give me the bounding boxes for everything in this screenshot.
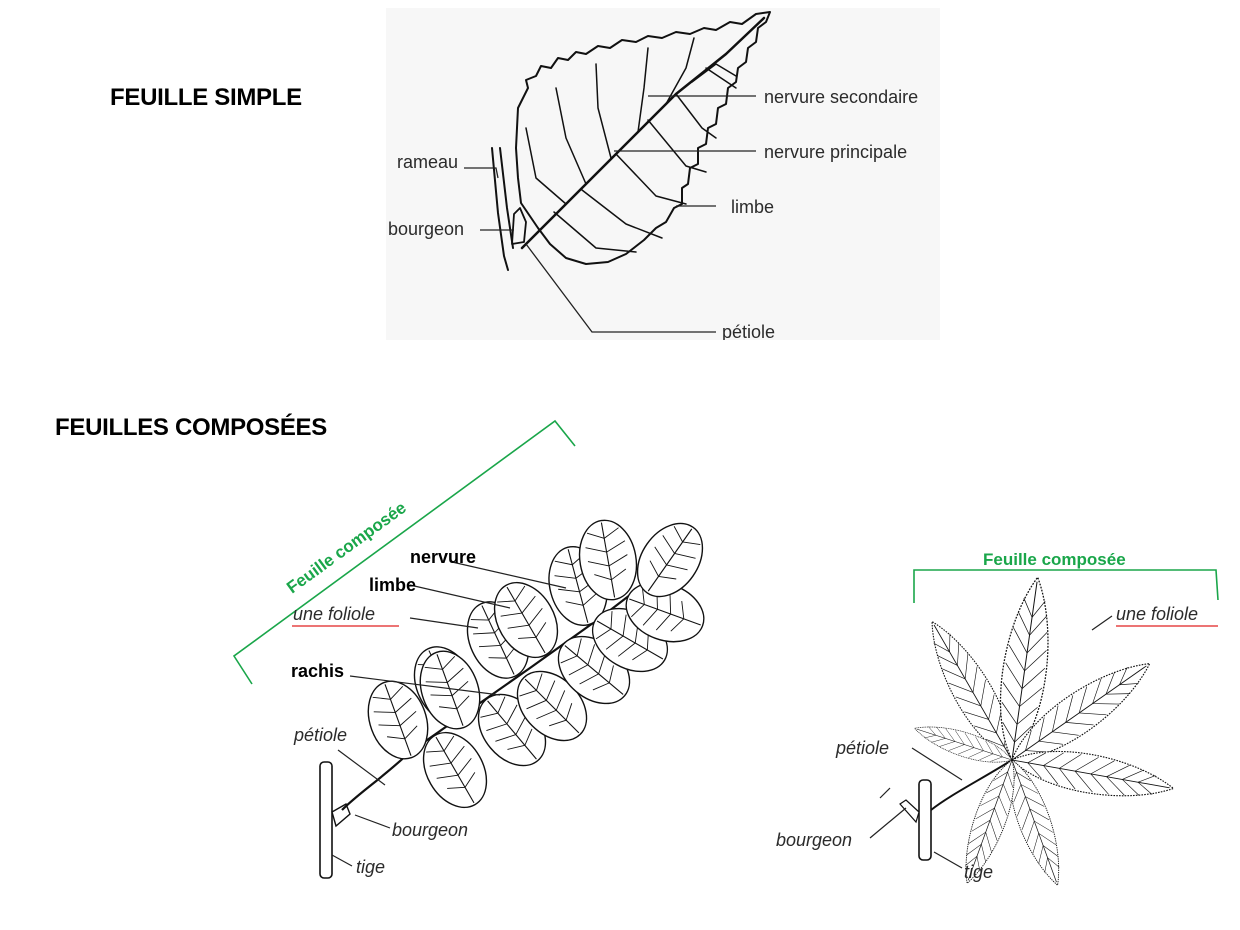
palmate-petiole-line (930, 759, 1013, 811)
palmate-stem (918, 779, 932, 861)
label-une-foliole-left: une foliole (293, 604, 375, 624)
pinnate-leader-lines (331, 561, 567, 867)
label-bourgeon: bourgeon (388, 219, 464, 239)
simple-leaf-diagram: nervure secondaire nervure principale li… (386, 8, 940, 340)
simple-leaf-blade (515, 11, 771, 265)
palmate-bud (899, 799, 920, 824)
label-limbe-bold: limbe (369, 575, 416, 595)
simple-leader-lines (464, 95, 756, 333)
label-petiole: pétiole (722, 322, 775, 340)
compound-leaves-diagram: Feuille composée nervure limb (232, 419, 1219, 892)
twig-drawing (491, 147, 514, 271)
label-nervure-secondaire: nervure secondaire (764, 87, 918, 107)
label-rachis: rachis (291, 661, 344, 681)
palmate-bracket-label: Feuille composée (983, 550, 1126, 569)
pinnate-bud (331, 802, 351, 828)
pinnate-leaf-drawing (319, 510, 717, 879)
label-nervure-bold: nervure (410, 547, 476, 567)
label-bourgeon-right: bourgeon (776, 830, 852, 850)
label-bourgeon-left: bourgeon (392, 820, 468, 840)
secondary-veins (525, 37, 737, 253)
label-tige-right: tige (964, 862, 993, 882)
label-nervure-principale: nervure principale (764, 142, 907, 162)
palmate-leader-lines (869, 615, 1113, 869)
bud-drawing (511, 207, 527, 245)
palmate-leaf-drawing (899, 573, 1178, 892)
heading-feuilles-composees: FEUILLES COMPOSÉES (55, 414, 327, 441)
rachis-line (341, 571, 661, 811)
label-tige-left: tige (356, 857, 385, 877)
heading-feuille-simple: FEUILLE SIMPLE (110, 84, 302, 111)
label-limbe: limbe (731, 197, 774, 217)
label-petiole-left: pétiole (293, 725, 347, 745)
simple-leaf-midrib (520, 16, 766, 250)
label-une-foliole-right: une foliole (1116, 604, 1198, 624)
label-rameau: rameau (397, 152, 458, 172)
palmate-leaf-bracket: Feuille composée (913, 550, 1219, 603)
label-petiole-right: pétiole (835, 738, 889, 758)
pinnate-stem (319, 761, 333, 879)
